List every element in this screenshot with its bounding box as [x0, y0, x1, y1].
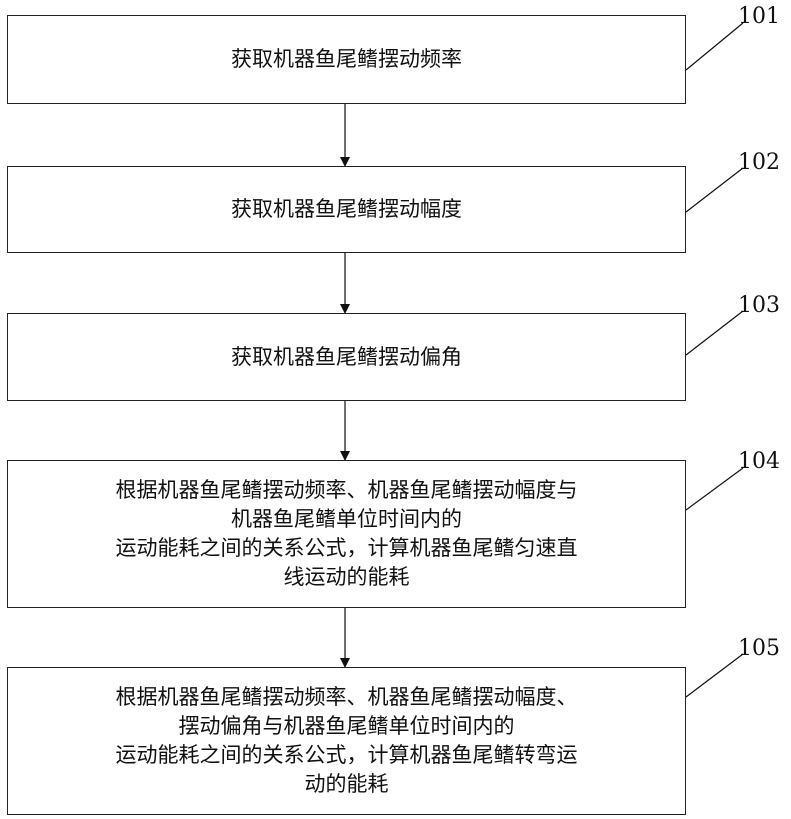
step-box-102: 获取机器鱼尾鳍摆动幅度: [7, 166, 686, 253]
step-box-104: 根据机器鱼尾鳍摆动频率、机器鱼尾鳍摆动幅度与 机器鱼尾鳍单位时间内的 运动能耗之…: [7, 460, 686, 608]
step-ref-number: 104: [738, 449, 780, 474]
step-text-line: 动的能耗: [305, 770, 389, 799]
step-text-line: 根据机器鱼尾鳍摆动频率、机器鱼尾鳍摆动幅度、: [116, 683, 578, 712]
step-ref-number: 101: [738, 4, 780, 29]
step-text-line: 线运动的能耗: [284, 563, 410, 592]
leader-line-101: [686, 23, 743, 70]
step-text: 获取机器鱼尾鳍摆动幅度: [231, 195, 462, 224]
step-ref-number: 105: [738, 636, 780, 661]
step-box-105: 根据机器鱼尾鳍摆动频率、机器鱼尾鳍摆动幅度、 摆动偏角与机器鱼尾鳍单位时间内的 …: [7, 667, 686, 815]
step-text-line: 运动能耗之间的关系公式，计算机器鱼尾鳍匀速直: [116, 534, 578, 563]
step-text: 获取机器鱼尾鳍摆动频率: [231, 45, 462, 74]
step-ref-number: 103: [738, 293, 780, 318]
step-text: 获取机器鱼尾鳍摆动偏角: [231, 343, 462, 372]
leader-line-102: [686, 168, 743, 212]
leader-line-103: [686, 311, 743, 355]
step-text-line: 摆动偏角与机器鱼尾鳍单位时间内的: [179, 712, 515, 741]
step-box-103: 获取机器鱼尾鳍摆动偏角: [7, 313, 686, 401]
leader-line-104: [686, 468, 743, 510]
leader-line-105: [686, 654, 743, 697]
step-text-line: 机器鱼尾鳍单位时间内的: [231, 505, 462, 534]
step-ref-number: 102: [738, 150, 780, 175]
step-text-line: 根据机器鱼尾鳍摆动频率、机器鱼尾鳍摆动幅度与: [116, 476, 578, 505]
step-text-line: 运动能耗之间的关系公式，计算机器鱼尾鳍转弯运: [116, 741, 578, 770]
step-box-101: 获取机器鱼尾鳍摆动频率: [7, 15, 686, 104]
